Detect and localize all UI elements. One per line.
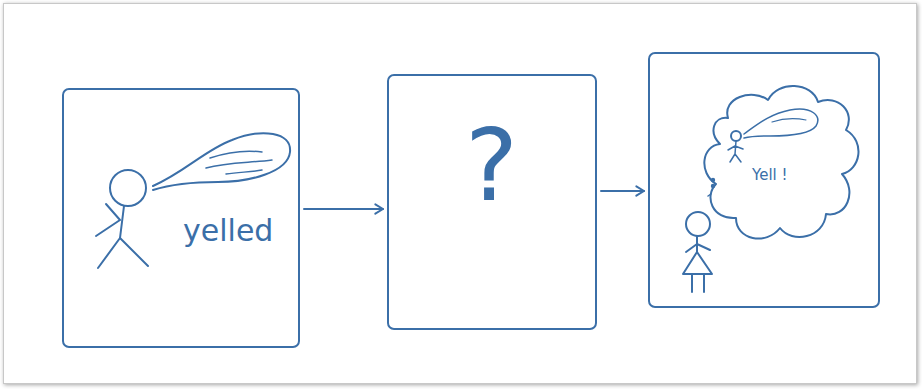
small-figure-head: [731, 131, 741, 141]
thought-cloud: [704, 86, 858, 239]
image-frame: [3, 3, 917, 384]
arrow-connector: [304, 204, 383, 213]
small-figure-body: [728, 141, 743, 162]
girl-body: [686, 236, 710, 252]
thought-dot: [708, 194, 711, 196]
girl-legs: [692, 274, 704, 292]
comic-panel: ?: [387, 74, 597, 330]
panel-text: yelled: [183, 216, 273, 246]
small-speech-scribble: [772, 119, 806, 122]
arrow-connector: [601, 186, 644, 195]
figure-body: [120, 206, 124, 238]
figure-arms: [96, 204, 120, 236]
figure-legs: [98, 238, 148, 268]
speech-scribble: [206, 151, 272, 174]
panel-text: ?: [465, 116, 518, 216]
girl-dress: [683, 252, 712, 274]
girl-head: [686, 212, 710, 236]
panel-text: Yell !: [752, 168, 788, 183]
figure-head: [110, 170, 146, 206]
comic-panel: Yell !: [648, 52, 880, 308]
small-speech-bubble: [744, 109, 818, 138]
speech-bubble: [153, 133, 290, 190]
comic-panel: yelled: [62, 88, 300, 348]
thought-dot: [712, 185, 714, 187]
thought-dot: [712, 179, 714, 181]
